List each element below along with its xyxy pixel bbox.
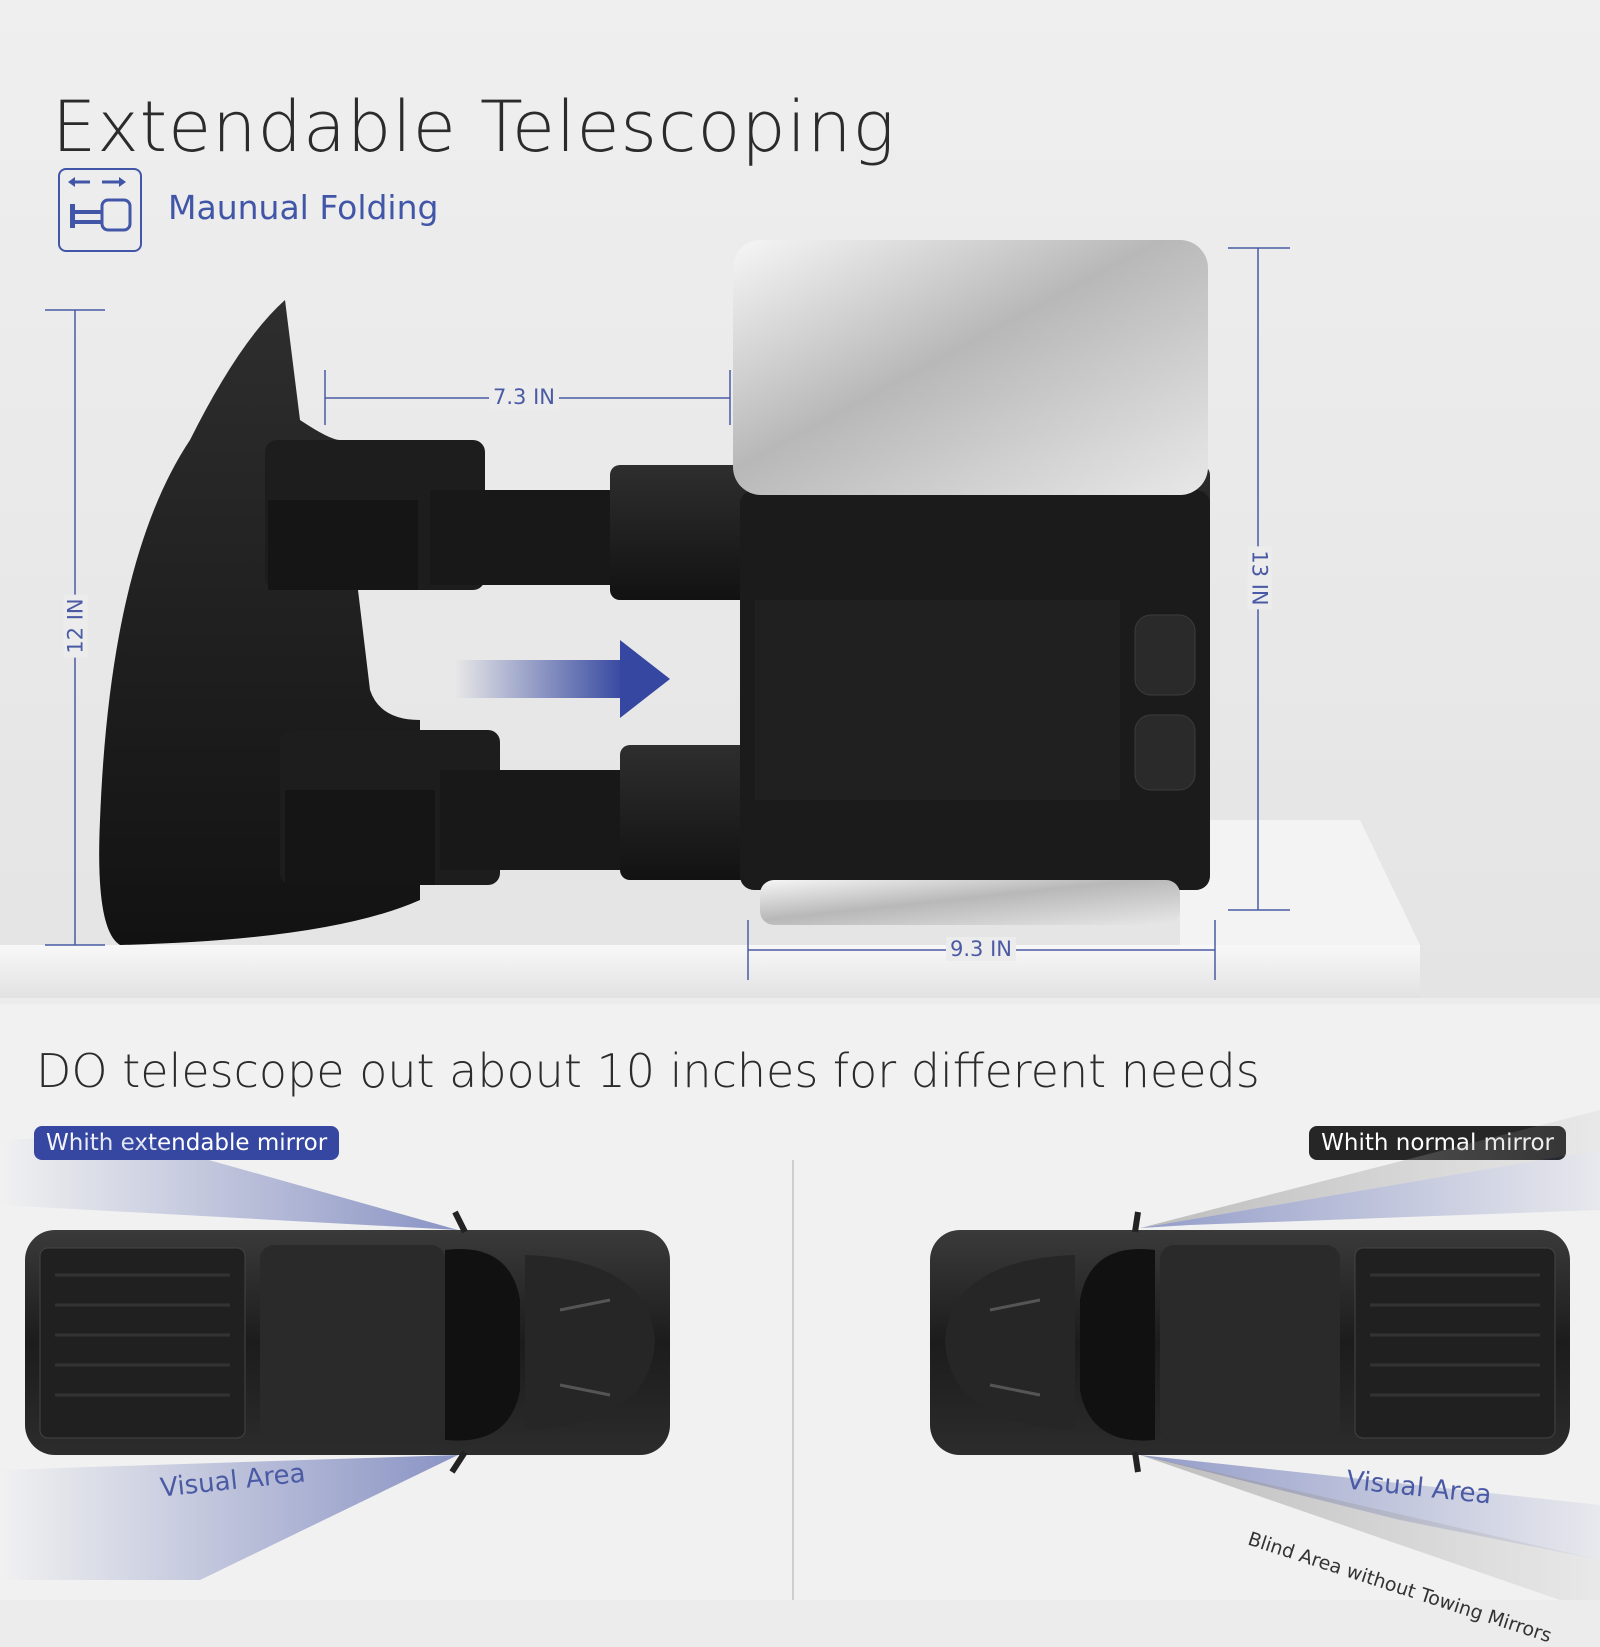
clearance-light-upper [1134, 614, 1196, 696]
badge-extendable-mirror: Whith extendable mirror [34, 1126, 340, 1160]
dimension-head-width: 9.3 IN [946, 937, 1016, 961]
page-title: Extendable Telescoping [52, 86, 896, 168]
mirror-glass-back [755, 600, 1120, 800]
lower-arm-inner [440, 770, 630, 870]
comparison-subtitle: DO telescope out about 10 inches for dif… [36, 1044, 1260, 1098]
mirror-illustration [0, 240, 1420, 998]
dimension-head-height: 13 IN [1247, 546, 1272, 610]
chrome-cap [733, 240, 1208, 495]
upper-arm-inner [430, 490, 620, 585]
extension-arrow-head [620, 640, 670, 718]
telescoping-mirror-icon [58, 168, 142, 252]
display-shelf [0, 945, 1420, 998]
clearance-light-lower [1134, 714, 1196, 791]
dimension-arm-length: 7.3 IN [489, 385, 559, 409]
feature-label: Maunual Folding [168, 188, 439, 227]
extension-arrow-tail [455, 660, 625, 698]
chrome-lower-trim [760, 880, 1180, 925]
badge-normal-mirror: Whith normal mirror [1309, 1126, 1566, 1160]
dimension-base-height: 12 IN [63, 594, 88, 658]
